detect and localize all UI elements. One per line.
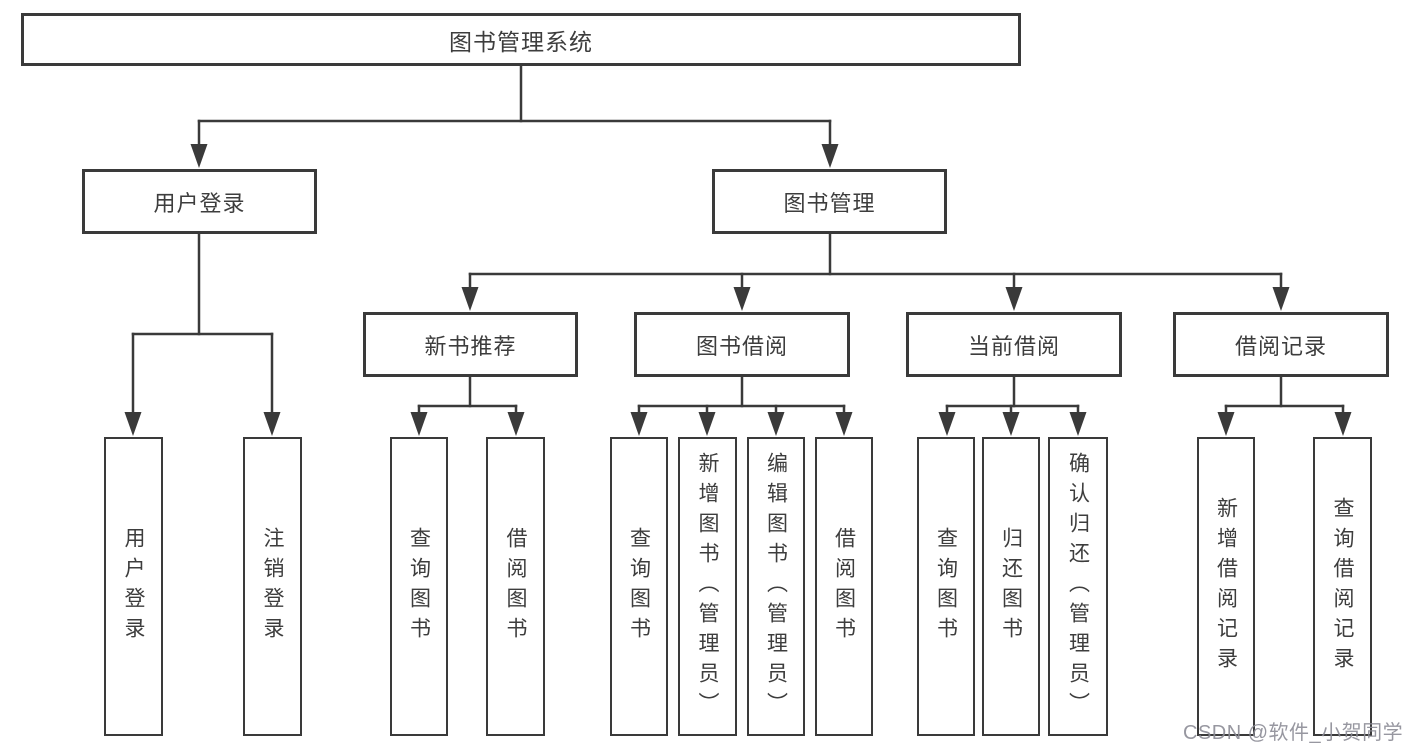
leaf-edit-book-admin: 编辑图书（管理员）	[747, 437, 805, 736]
node-current-borrow-label: 当前借阅	[967, 333, 1060, 359]
node-new-book-recommend-label: 新书推荐	[424, 333, 517, 359]
leaf-borrow-books-recommend-label: 借阅图书	[504, 526, 527, 647]
leaf-query-books-current-label: 查询图书	[934, 526, 958, 647]
leaf-borrow-books-recommend: 借阅图书	[486, 437, 545, 736]
node-user-login-branch-label: 用户登录	[153, 190, 246, 216]
leaf-add-borrow-record-label: 新增借阅记录	[1214, 496, 1238, 677]
leaf-add-borrow-record: 新增借阅记录	[1197, 437, 1255, 736]
leaf-confirm-return-admin: 确认归还（管理员）	[1048, 437, 1108, 736]
node-current-borrow: 当前借阅	[906, 312, 1122, 377]
leaf-query-books-current: 查询图书	[917, 437, 975, 736]
leaf-query-borrow-record: 查询借阅记录	[1313, 437, 1372, 736]
leaf-logout-label: 注销登录	[261, 526, 284, 647]
leaf-logout: 注销登录	[243, 437, 302, 736]
leaf-add-book-admin-label: 新增图书（管理员）	[696, 451, 719, 722]
leaf-confirm-return-admin-label: 确认归还（管理员）	[1066, 451, 1090, 722]
leaf-edit-book-admin-label: 编辑图书（管理员）	[764, 451, 788, 722]
leaf-query-borrow-record-label: 查询借阅记录	[1331, 496, 1354, 677]
leaf-return-book-label: 归还图书	[999, 526, 1023, 647]
node-root-label: 图书管理系统	[449, 28, 593, 55]
leaf-query-books-borrow: 查询图书	[610, 437, 668, 736]
leaf-borrow-books-borrow: 借阅图书	[815, 437, 873, 736]
csdn-watermark: CSDN @软件_小贺同学	[1183, 722, 1404, 744]
node-book-borrow: 图书借阅	[634, 312, 850, 377]
node-borrow-records-label: 借阅记录	[1234, 333, 1327, 359]
leaf-user-login-label: 用户登录	[122, 526, 145, 647]
node-new-book-recommend: 新书推荐	[363, 312, 578, 377]
arrowheads	[124, 144, 1352, 436]
leaf-query-books-borrow-label: 查询图书	[627, 526, 651, 647]
leaf-user-login: 用户登录	[104, 437, 163, 736]
leaf-borrow-books-borrow-label: 借阅图书	[832, 526, 856, 647]
node-book-borrow-label: 图书借阅	[695, 333, 788, 359]
node-borrow-records: 借阅记录	[1173, 312, 1389, 377]
leaf-query-books-recommend: 查询图书	[390, 437, 448, 736]
node-root: 图书管理系统	[21, 13, 1021, 66]
node-book-management-label: 图书管理	[783, 190, 876, 216]
leaf-add-book-admin: 新增图书（管理员）	[678, 437, 737, 736]
leaf-return-book: 归还图书	[982, 437, 1040, 736]
leaf-query-books-recommend-label: 查询图书	[407, 526, 431, 647]
node-user-login-branch: 用户登录	[82, 169, 317, 234]
node-book-management: 图书管理	[712, 169, 947, 234]
